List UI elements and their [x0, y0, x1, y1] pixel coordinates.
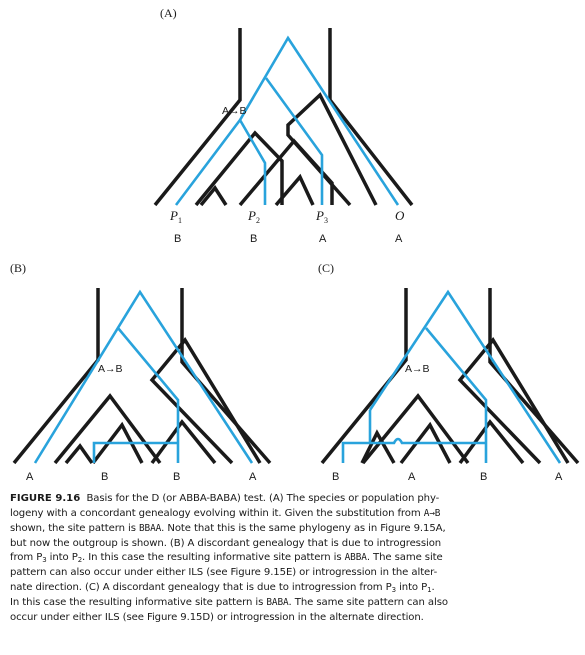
species-tree-inner-mid [399, 421, 452, 465]
gene-tree-p2-branch [238, 119, 267, 205]
tip-state-1: B [332, 471, 339, 483]
species-tree-inner-p1-p2 [194, 130, 284, 207]
species-tree-o-inner [149, 336, 262, 465]
species-tree-p3-notch [274, 173, 315, 207]
species-tree-p1-notch [199, 185, 228, 207]
species-tree-outer-left [320, 288, 408, 465]
caption-line-1: FIGURE 9.16 Basis for the D (or ABBA-BAB… [10, 493, 440, 504]
tip-state-o: A [395, 233, 403, 245]
species-tree-inner-right [458, 419, 525, 465]
species-tree-o-inner [286, 92, 378, 207]
tip-state-4: A [555, 471, 563, 483]
gene-tree-main [174, 35, 400, 206]
gene-tree-introgression [370, 437, 486, 445]
substitution-label: A→B [405, 363, 430, 375]
panel-a-gene-tree [174, 35, 400, 206]
tip-state-1: A [26, 471, 34, 483]
tip-state-3: B [480, 471, 487, 483]
panel-c-species-tree [320, 288, 580, 465]
panel-b-gene-tree [33, 289, 254, 464]
panel-b-species-tree [12, 288, 272, 465]
panel-c: (C) A→B B A B A [318, 261, 580, 483]
caption-line-9: occur under either ILS (see Figure 9.15D… [10, 611, 424, 623]
gene-tree-backbone [368, 289, 562, 464]
species-tree-inner-left [361, 393, 470, 465]
substitution-label: A→B [98, 363, 123, 375]
caption-line-6: pattern can also occur under either ILS … [10, 567, 438, 579]
taxon-p2: P2 [247, 208, 260, 225]
panel-a-species-tree [153, 28, 414, 207]
tip-state-2: B [101, 471, 108, 483]
caption-line-8: In this case the resulting informative s… [10, 596, 448, 608]
figure-number: FIGURE 9.16 [10, 493, 81, 504]
gene-tree-main [33, 289, 254, 464]
caption-line-7: nate direction. (C) A discordant genealo… [10, 582, 435, 595]
species-tree-inner-mid [91, 421, 144, 465]
panel-a: (A) A→B P1 P2 P3 O B B A A [153, 6, 414, 245]
panel-b-label: (B) [10, 261, 26, 275]
species-tree-p1-notch [64, 443, 94, 465]
caption-line-5: from P3 into P2. In this case the result… [10, 552, 443, 565]
taxon-p3: P3 [315, 208, 328, 225]
panel-a-label: (A) [160, 6, 177, 20]
species-tree-outer-left [12, 288, 100, 465]
taxon-p1: P1 [169, 208, 182, 225]
taxon-o: O [395, 208, 405, 223]
substitution-label: A→B [222, 105, 247, 117]
tip-state-4: A [249, 471, 257, 483]
species-tree-o-inner [457, 336, 570, 465]
panel-c-label: (C) [318, 261, 334, 275]
tip-state-p2: B [250, 233, 257, 245]
species-tree-p1-notch [360, 429, 396, 464]
species-tree-inner-right [150, 419, 217, 465]
tip-state-p1: B [174, 233, 181, 245]
gene-tree-introgression [92, 441, 178, 463]
gene-tree-main [341, 441, 370, 463]
figure-caption: FIGURE 9.16 Basis for the D (or ABBA-BAB… [10, 492, 578, 626]
panel-c-gene-tree [341, 289, 562, 464]
caption-line-2: logeny with a concordant genealogy evolv… [10, 507, 441, 519]
caption-line-4: but now the outgroup is shown. (B) A dis… [10, 537, 442, 549]
gene-tree-p3-branch [264, 77, 324, 205]
panel-b: (B) A→B A B B A [10, 261, 272, 483]
figure-9-16-diagram: (A) A→B P1 P2 P3 O B B A A (B) [10, 6, 580, 483]
tip-state-2: A [408, 471, 416, 483]
caption-line-3: shown, the site pattern is BBAA. Note th… [10, 522, 446, 534]
species-tree-outer-right [328, 28, 414, 207]
tip-state-p3: A [319, 233, 327, 245]
species-tree-inner-left [53, 393, 162, 465]
species-tree-outer-left [153, 28, 242, 207]
tip-state-3: B [173, 471, 180, 483]
